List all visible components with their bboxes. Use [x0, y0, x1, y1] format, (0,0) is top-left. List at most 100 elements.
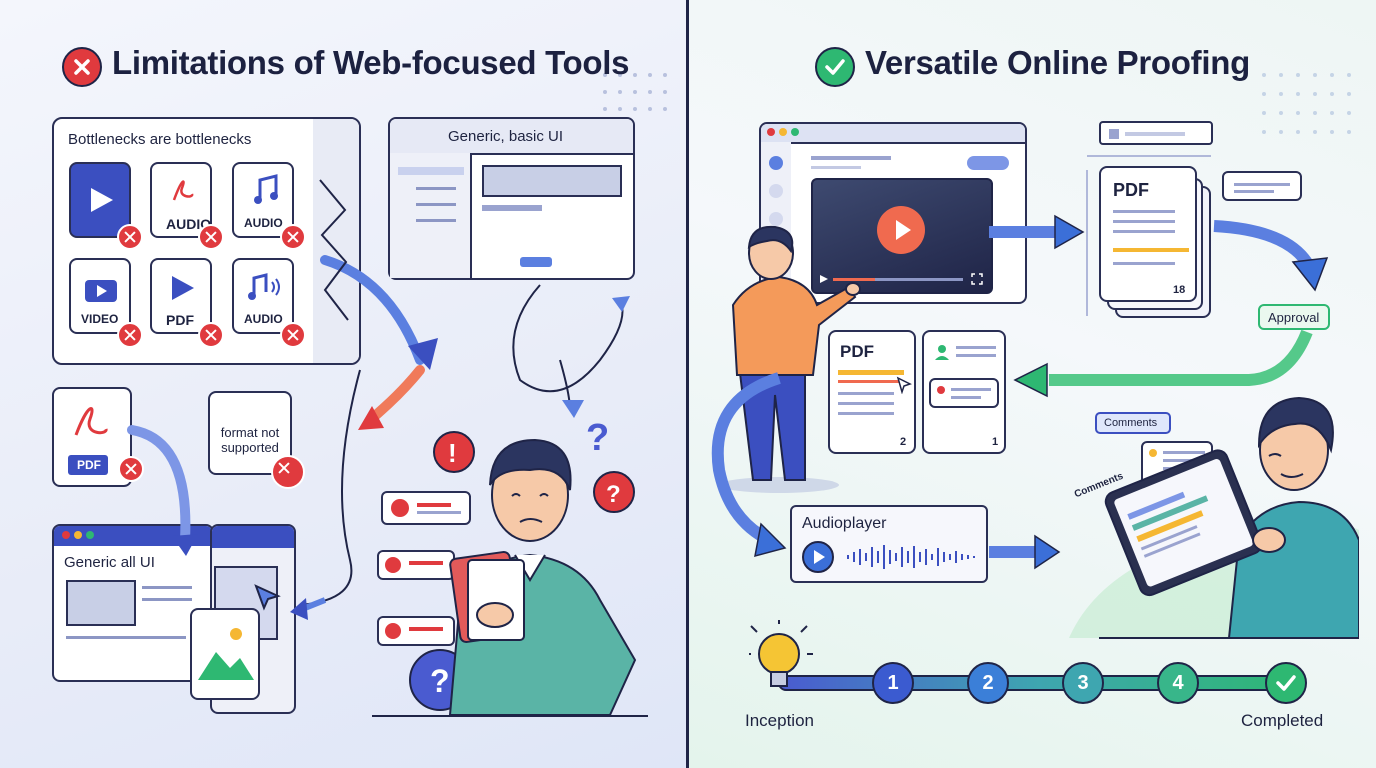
flow-arrows — [127, 179, 648, 717]
video-screen[interactable] — [811, 178, 993, 294]
approval-label: Approval — [1268, 310, 1320, 325]
video-player-window — [759, 122, 1027, 304]
arrow-head — [408, 338, 438, 370]
text-line — [1113, 220, 1175, 223]
pdf-heading: PDF — [840, 342, 874, 361]
bottlenecks-title: Bottlenecks are bottlenecks — [68, 131, 252, 148]
comment-bubble — [1222, 171, 1302, 201]
toolbar-line — [1125, 132, 1185, 136]
highlight-line — [1113, 248, 1189, 252]
timeline-step-3[interactable]: 3 — [1062, 662, 1104, 704]
video-tile-label: VIDEO — [81, 312, 119, 326]
video-file-tile — [69, 162, 131, 238]
panel-divider — [686, 0, 689, 768]
progress-fill — [833, 278, 875, 281]
play-button[interactable] — [877, 206, 925, 254]
arrow-head — [754, 522, 787, 558]
check-icon — [815, 47, 855, 87]
message-line — [417, 511, 461, 514]
text-line — [838, 402, 894, 405]
error-icon — [385, 557, 401, 573]
error-icon — [385, 623, 401, 639]
lightbulb-icon — [749, 620, 813, 687]
audio-play-button[interactable] — [802, 541, 834, 573]
page-number: 2 — [900, 436, 907, 448]
left-title: Limitations of Web-focused Tools — [112, 44, 630, 81]
timeline-step-1[interactable]: 1 — [872, 662, 914, 704]
content-line — [142, 598, 192, 601]
message-line — [409, 561, 443, 565]
error-icon — [280, 224, 306, 250]
timeline-step-4[interactable]: 4 — [1157, 662, 1199, 704]
window-titlebar — [390, 119, 633, 155]
audioplayer-title: Audioplayer — [802, 515, 887, 532]
sidebar-dot[interactable] — [769, 212, 783, 226]
error-icon — [117, 224, 143, 250]
pdf-document-card: PDF 18 — [1099, 166, 1197, 302]
format-not-supported-text: format not supported — [220, 425, 280, 455]
error-icon — [198, 322, 224, 348]
card-shade — [313, 119, 359, 363]
window-titlebar — [54, 526, 212, 546]
comment-bubble — [929, 378, 999, 408]
timeline-completed-icon[interactable] — [1265, 662, 1307, 704]
arrow-green-1 — [1049, 329, 1313, 386]
svg-text:?: ? — [430, 663, 450, 699]
sidebar-dot[interactable] — [769, 184, 783, 198]
comment-line — [1163, 459, 1205, 462]
window-close-dot[interactable] — [767, 128, 775, 136]
text-line — [956, 354, 996, 357]
cursor-icon — [254, 584, 281, 611]
arrow-blue-3 — [711, 372, 781, 546]
play-small-icon[interactable] — [819, 274, 829, 284]
timeline-end-label: Completed — [1241, 711, 1324, 730]
bottlenecks-card: Bottlenecks are bottlenecks — [52, 117, 361, 365]
comment-line — [951, 388, 991, 391]
sidebar-row — [398, 167, 464, 175]
text-line — [1113, 230, 1175, 233]
svg-text:?: ? — [586, 417, 609, 459]
dot-pattern — [603, 73, 667, 111]
comments-tag: Comments — [1095, 412, 1171, 434]
header-button[interactable] — [967, 156, 1009, 170]
text-line — [838, 392, 894, 395]
alert-icon — [433, 431, 475, 473]
page-number: 18 — [1173, 284, 1186, 296]
window-max-dot[interactable] — [791, 128, 799, 136]
window-min-dot — [74, 531, 82, 539]
content-button[interactable] — [520, 257, 552, 267]
text-line — [838, 412, 894, 415]
timeline-step-2[interactable]: 2 — [967, 662, 1009, 704]
error-message-bubble-2 — [377, 550, 455, 580]
window-min-dot[interactable] — [779, 128, 787, 136]
svg-text:?: ? — [606, 481, 621, 508]
error-message-bubble-3 — [377, 616, 455, 646]
arrow-head — [562, 400, 584, 418]
video-icon — [85, 280, 117, 302]
content-line — [811, 166, 861, 169]
user-icon — [935, 345, 949, 360]
dot-pattern — [1262, 73, 1351, 134]
text-line — [1113, 210, 1175, 213]
sidebar-row — [416, 219, 456, 222]
arrow-head — [1054, 214, 1085, 250]
audio-tile-label-2: AUDIO — [244, 312, 283, 326]
content-line — [811, 156, 891, 160]
process-arrows — [711, 155, 1329, 570]
progress-track[interactable] — [833, 278, 963, 281]
pdf-tile-label-2: PDF — [166, 312, 194, 328]
error-icon — [271, 455, 305, 489]
error-icon — [280, 322, 306, 348]
text-line — [956, 346, 996, 349]
window-sidebar — [390, 153, 472, 278]
content-line — [66, 636, 186, 639]
comment-dot — [1149, 449, 1157, 457]
pdf-file-tile-2: PDF — [150, 258, 212, 334]
sidebar-avatar[interactable] — [769, 156, 783, 170]
error-icon — [198, 224, 224, 250]
fullscreen-icon[interactable] — [971, 273, 983, 285]
audio-file-tile-2: AUDIO — [232, 258, 294, 334]
approval-badge: Approval — [1258, 304, 1330, 330]
text-line — [1113, 262, 1175, 265]
left-panel: Limitations of Web-focused Tools Bottlen… — [0, 0, 687, 768]
